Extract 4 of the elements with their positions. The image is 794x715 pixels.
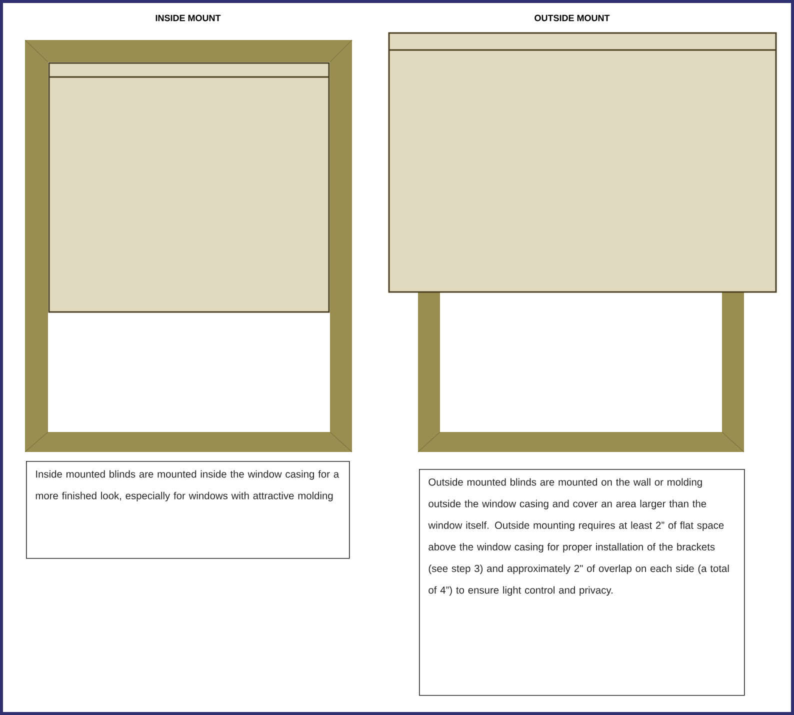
text-box: Inside mounted blinds are mounted inside the window casing for a more finished look, especially for windows with attractive molding — [26, 461, 350, 559]
text-box: Outside mounted blinds are mounted on the wall or molding outside the window casing and cover an area larger than the window itself. Outside mounting requires at least 2” of flat space above the window casing for proper installation of the brackets (see step 3) and approximately 2" of overlap on each side (a total of 4”) to ensure light control and privacy. — [419, 469, 745, 696]
heading: OUTSIDE MOUNT — [534, 14, 610, 22]
heading: INSIDE MOUNT — [156, 14, 221, 22]
